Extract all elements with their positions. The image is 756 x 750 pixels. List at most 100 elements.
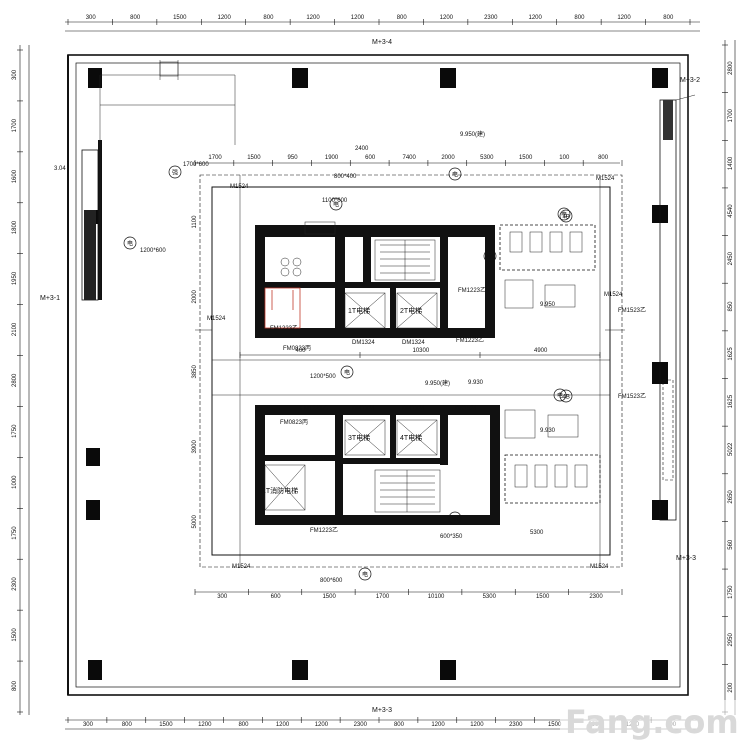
upper-lift-shafts (344, 292, 438, 329)
core-lower-block (255, 405, 500, 525)
dimension-value: 100 (559, 155, 570, 161)
plan-label-axis-right-a: M+3-2 (680, 77, 700, 84)
plan-label-door-fm1523: FM1523乙 (618, 307, 646, 314)
dimension-value: 5300 (483, 594, 497, 600)
dimension-value: 300 (83, 722, 94, 728)
circle-marker-label: 4B (563, 395, 570, 401)
dimension-value: 300 (86, 15, 97, 21)
dimension-value: 4900 (534, 348, 548, 354)
circle-marker (168, 165, 182, 179)
dimension-value: 300 (217, 594, 228, 600)
plan-label-room-4t-lift: 4T电梯 (400, 433, 422, 442)
plan-label-elev-2: 9.930 (468, 380, 484, 386)
plan-label-room-1: 3.04 (54, 166, 66, 172)
plan-label-beam-6: 600*350 (440, 534, 463, 540)
right-facade-strip (659, 94, 696, 521)
plan-label-door-fm0823: FM0823丙 (280, 419, 308, 426)
dimension-value: 1750 (12, 526, 18, 540)
circle-marker-label: 电 (452, 171, 458, 179)
plan-label-door-m1524-d: M1524 (590, 564, 609, 570)
dimension-value: 2100 (12, 322, 18, 336)
plan-label-axis-left: M+3-1 (40, 295, 60, 302)
dimension-value: 2800 (12, 373, 18, 387)
plan-label-axis-top: M+3-4 (372, 39, 392, 46)
plan-label-room-2t-lift: 2T电梯 (400, 306, 422, 315)
dimension-value: 800 (574, 15, 585, 21)
dimension-value: 2300 (484, 15, 498, 21)
plan-label-door-dm3: DM1324 (352, 406, 375, 412)
circle-marker (123, 236, 137, 250)
plan-label-beam-7: 800*600 (320, 578, 343, 584)
plan-label-door-fm0823b: FM0823丙 (283, 345, 311, 352)
plan-label-beam-5: 1200*500 (310, 374, 336, 380)
dimension-value: 950 (288, 155, 299, 161)
dimension-value: 4540 (728, 204, 734, 218)
dimension-ticks (17, 19, 728, 723)
circle-marker (340, 365, 354, 379)
plan-label-door-m1524-f: M1524 (604, 292, 623, 298)
dimension-value: 800 (663, 15, 674, 21)
dimension-value: 2300 (509, 722, 523, 728)
dimension-value: 1500 (173, 15, 187, 21)
circle-marker-label: 电 (127, 240, 133, 248)
dimension-value: 1200 (276, 722, 290, 728)
dimension-value: 1500 (322, 594, 336, 600)
dimension-value: 800 (263, 15, 274, 21)
right-dimension-column: 2800170014004540245085016251625502226505… (728, 61, 734, 693)
plan-label-dim-2400: 2400 (355, 146, 369, 152)
dimension-value: 1900 (325, 155, 339, 161)
circle-marker-label: 电 (487, 253, 493, 261)
dimension-value: 850 (728, 301, 734, 312)
plan-label-door-m1524-c: M1524 (232, 564, 251, 570)
circle-marker (553, 388, 567, 402)
circle-marker-label: 电 (344, 369, 350, 377)
dimension-value: 2300 (12, 577, 18, 591)
plan-label-door-fm4: FM1223乙 (458, 287, 486, 294)
plan-label-elev-3: 9.930 (540, 428, 556, 434)
dimension-value: 800 (130, 15, 141, 21)
circle-marker-label: 电 (333, 201, 339, 209)
dimension-value: 1700 (728, 108, 734, 122)
circle-marker (358, 567, 372, 581)
dimension-value: 1200 (470, 722, 484, 728)
plan-label-beam-1: 1700*600 (183, 162, 209, 168)
dimension-value: 3850 (192, 364, 198, 378)
dimension-value: 2000 (441, 155, 455, 161)
dimension-value: 10300 (413, 348, 430, 354)
dimension-value: 1400 (728, 156, 734, 170)
circle-marker-label: 强 (172, 170, 178, 177)
plan-label-axis-right-b: M+3-3 (676, 555, 696, 562)
core-outline (199, 174, 623, 568)
plan-label-door-fm2: FM1223乙 (456, 337, 484, 344)
plan-label-door-m1524-e: M1524 (207, 316, 226, 322)
dimension-value: 7400 (403, 155, 417, 161)
plan-label-room-1t-lift: 1T电梯 (348, 306, 370, 315)
dimension-value: 1950 (12, 271, 18, 285)
dimension-value: 1750 (728, 585, 734, 599)
watermark: Fang.com (560, 700, 750, 741)
dimension-lines (19, 21, 736, 730)
plan-label-elev-1: 9.950 (540, 302, 556, 308)
dimension-value: 2800 (728, 61, 734, 75)
plan-label-room-3t-lift: 3T电梯 (348, 433, 370, 442)
dimension-value: 5000 (192, 514, 198, 528)
circle-marker (559, 209, 573, 223)
dimension-value: 1200 (315, 722, 329, 728)
dimension-value: 3900 (192, 439, 198, 453)
structural-columns (86, 68, 668, 680)
circle-marker-label: 电 (362, 571, 368, 579)
dimension-value: 1200 (351, 15, 365, 21)
dimension-value: 5300 (480, 155, 494, 161)
circle-marker (448, 167, 462, 181)
dimension-value: 2000 (192, 289, 198, 303)
dimension-value: 1200 (529, 15, 543, 21)
plan-label-door-fm: FM1223乙 (270, 325, 298, 332)
plan-label-door-fm1523b: FM1523乙 (618, 393, 646, 400)
dimension-value: 1800 (12, 220, 18, 234)
dimension-value: 600 (271, 594, 282, 600)
plan-label-door-fm3: FM1223乙 (310, 527, 338, 534)
